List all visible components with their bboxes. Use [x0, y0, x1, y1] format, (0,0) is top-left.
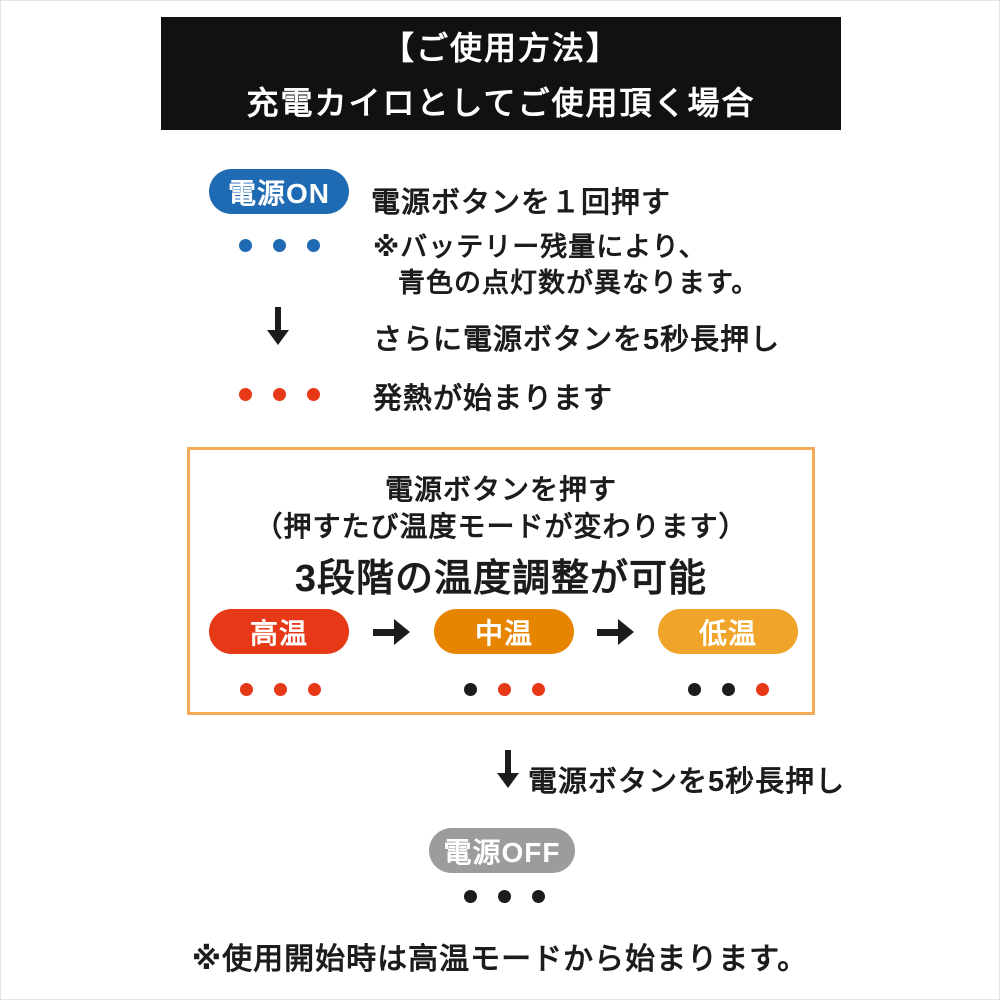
arrow-head [497, 773, 519, 788]
arrow-stem [597, 628, 618, 636]
blue-led-dot [273, 239, 286, 252]
red-led-dot [274, 683, 287, 696]
temp-instruction-line2: （押すたび温度モードが変わります） [254, 511, 748, 542]
black-led-dot [498, 890, 511, 903]
red-led-dot [532, 683, 545, 696]
heating-instruction: 発熱が始まります [373, 383, 614, 415]
battery-note-line2: 青色の点灯数が異なります。 [398, 268, 760, 298]
black-led-dot [464, 890, 477, 903]
mode-badge-medium: 中温 [434, 609, 574, 654]
battery-note-line1: ※バッテリー残量により、 [373, 232, 707, 262]
down-arrow-icon [497, 750, 519, 788]
arrow-head [394, 619, 410, 645]
power-off-led-indicators [464, 890, 545, 903]
black-led-dot [464, 683, 477, 696]
heating-led-indicators [239, 388, 320, 401]
blue-led-dot [307, 239, 320, 252]
red-led-dot [498, 683, 511, 696]
arrow-head [618, 619, 634, 645]
arrow-stem [373, 628, 394, 636]
black-led-dot [722, 683, 735, 696]
temperature-mode-box: 電源ボタンを押す （押すたび温度モードが変わります） 3段階の温度調整が可能 高… [187, 447, 815, 715]
red-led-dot [308, 683, 321, 696]
high-mode-led-indicators [240, 683, 321, 696]
red-led-dot [273, 388, 286, 401]
footer-note: ※使用開始時は高温モードから始まります。 [191, 943, 809, 976]
red-led-dot [240, 683, 253, 696]
down-arrow-icon [267, 307, 289, 345]
power-off-instruction: 電源ボタンを5秒長押し [528, 766, 846, 798]
medium-mode-led-indicators [464, 683, 545, 696]
right-arrow-icon [373, 619, 410, 645]
battery-led-indicators [239, 239, 320, 252]
power-on-instruction: 電源ボタンを１回押す [371, 187, 672, 219]
blue-led-dot [239, 239, 252, 252]
power-on-badge: 電源ON [209, 169, 349, 214]
arrow-head [267, 330, 289, 345]
temp-headline: 3段階の温度調整が可能 [294, 558, 708, 600]
red-led-dot [239, 388, 252, 401]
header-title-line1: 【ご使用方法】 [381, 30, 620, 66]
mode-badge-high: 高温 [209, 609, 349, 654]
red-led-dot [756, 683, 769, 696]
red-led-dot [307, 388, 320, 401]
right-arrow-icon [597, 619, 634, 645]
long-press-instruction: さらに電源ボタンを5秒長押し [373, 324, 781, 356]
low-mode-led-indicators [688, 683, 769, 696]
arrow-stem [505, 750, 511, 773]
mode-badge-low: 低温 [658, 609, 798, 654]
black-led-dot [532, 890, 545, 903]
arrow-stem [275, 307, 281, 330]
header-banner: 【ご使用方法】 充電カイロとしてご使用頂く場合 [161, 17, 841, 130]
black-led-dot [688, 683, 701, 696]
power-off-badge: 電源OFF [429, 828, 575, 873]
header-title-line2: 充電カイロとしてご使用頂く場合 [246, 85, 756, 121]
temp-instruction-line1: 電源ボタンを押す [384, 474, 617, 505]
